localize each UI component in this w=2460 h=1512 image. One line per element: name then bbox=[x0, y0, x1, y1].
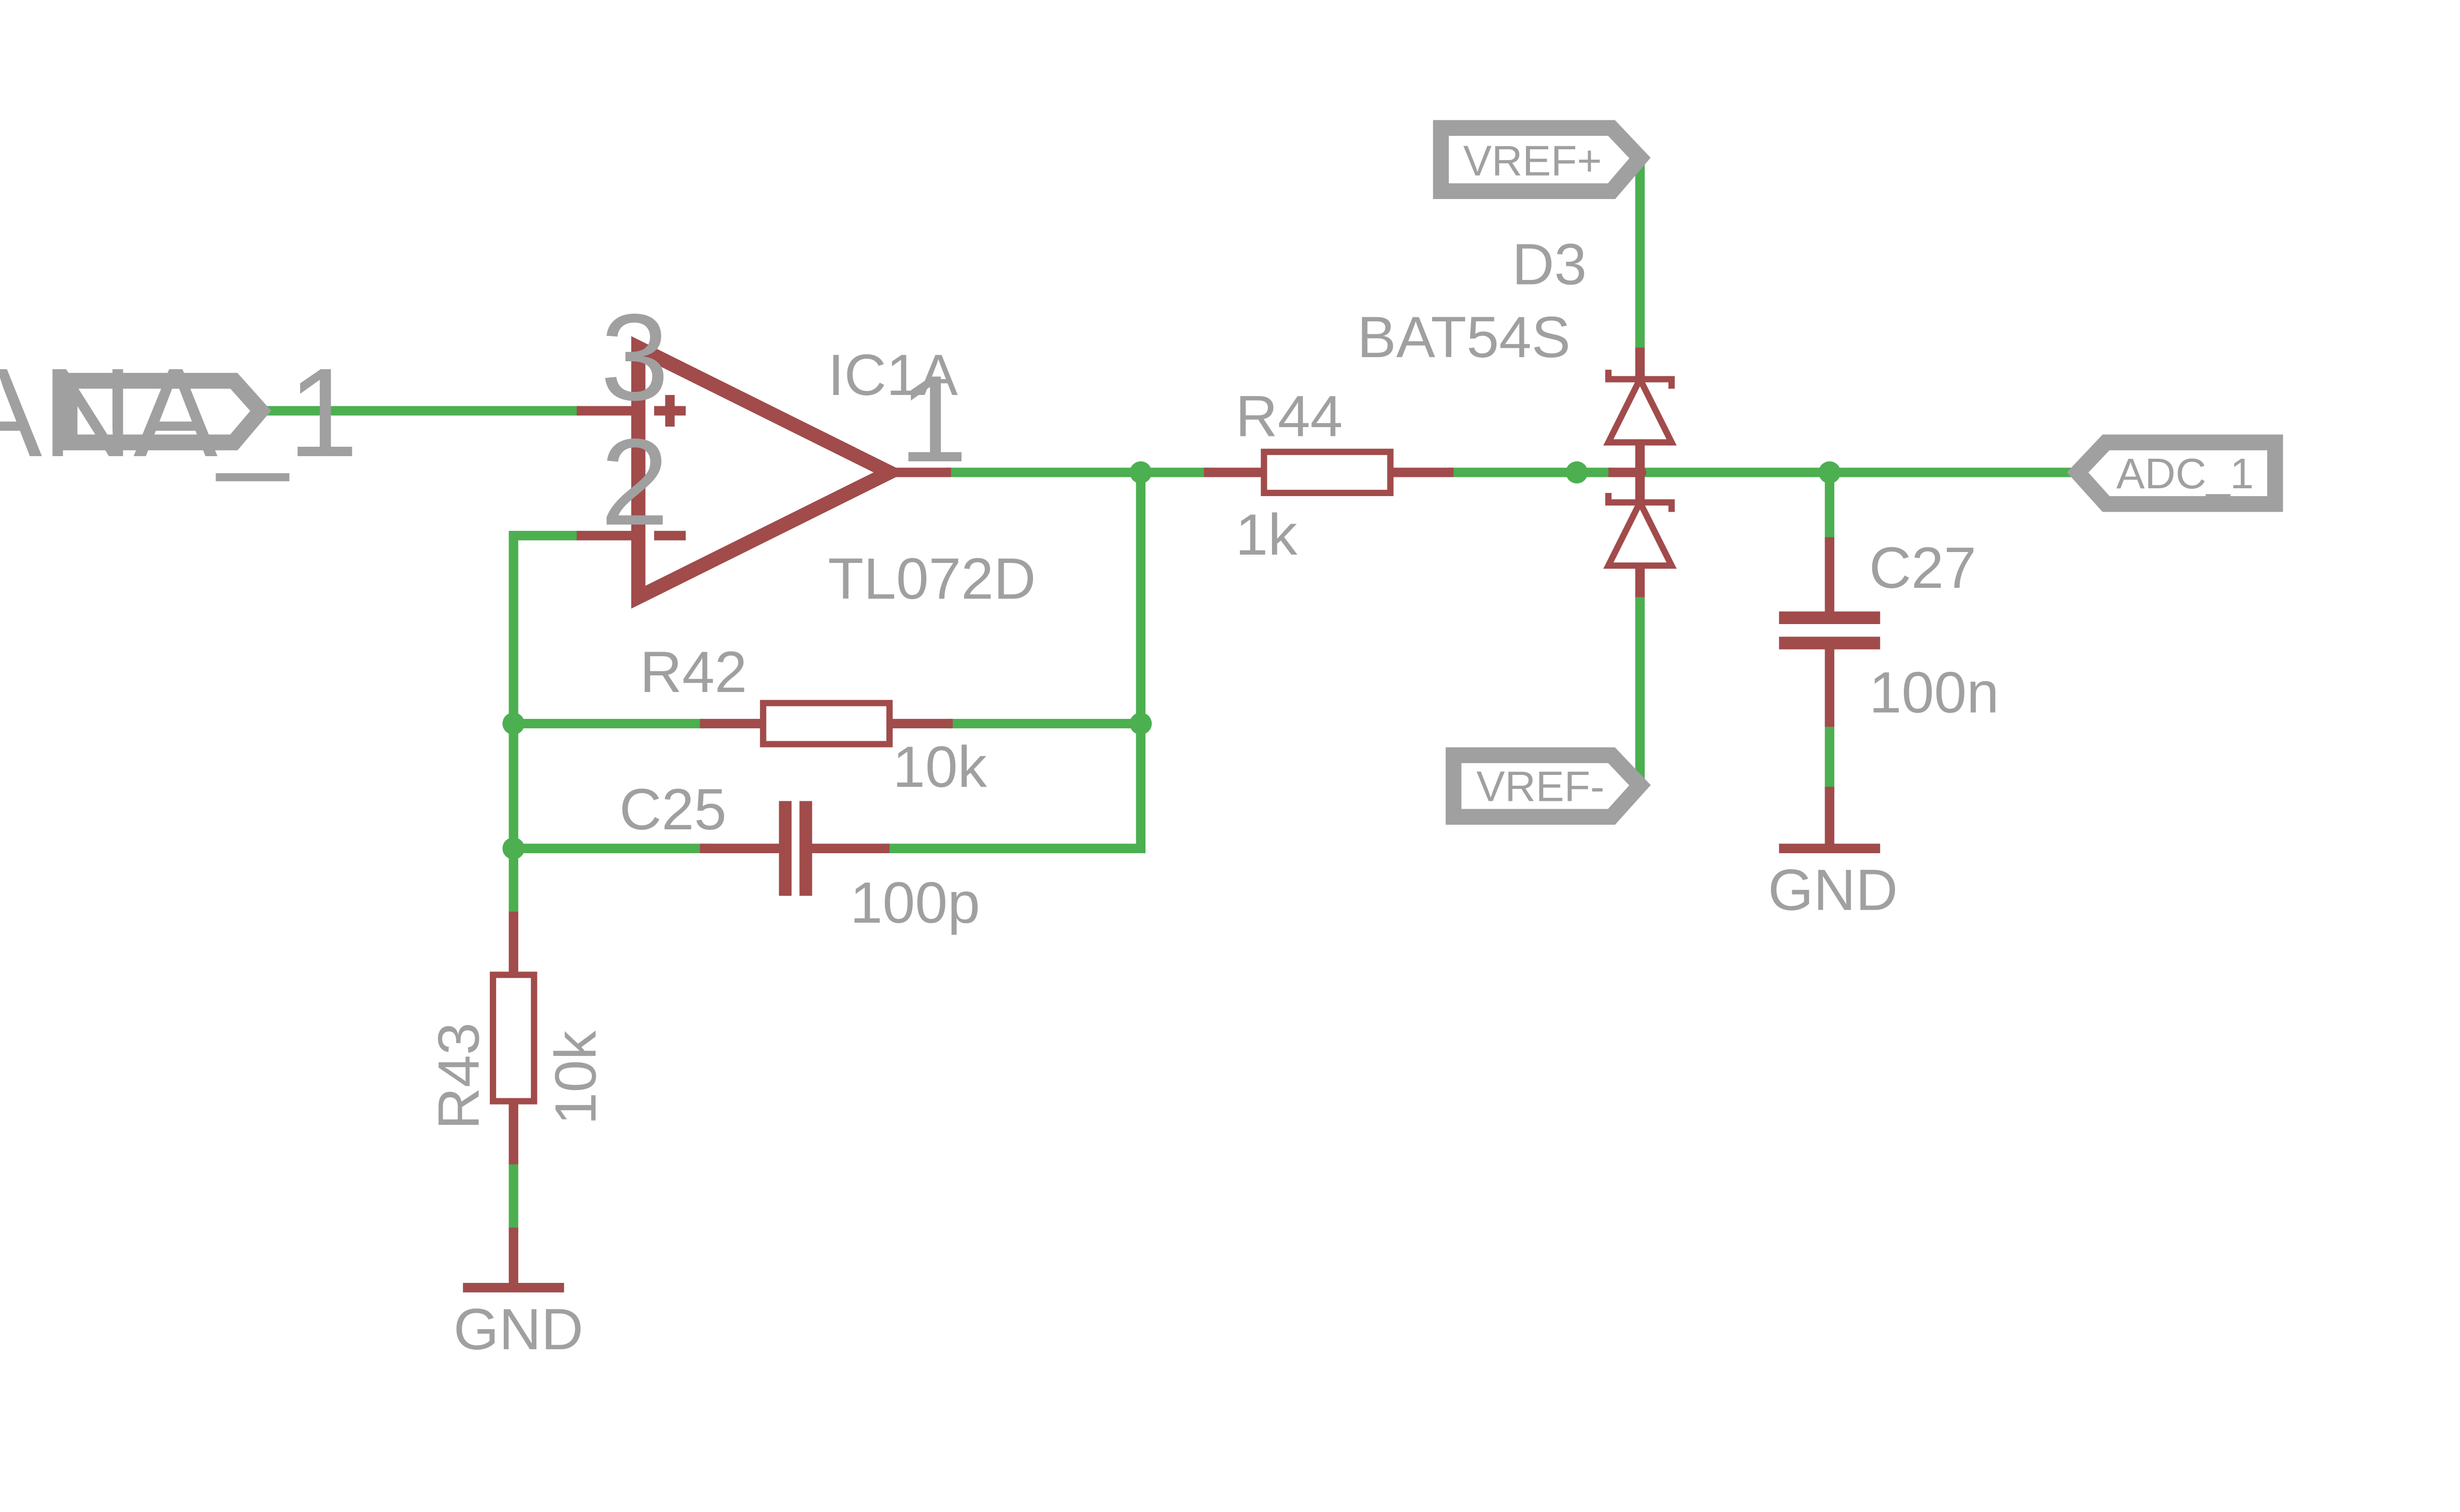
port-ana-1: ANA_1 bbox=[0, 342, 358, 483]
c25-designator: C25 bbox=[619, 776, 727, 842]
ground-right: GND bbox=[1768, 786, 1898, 923]
port-vref-plus: VREF+ bbox=[1433, 120, 1651, 200]
opamp-pin-number-plus: 3 bbox=[600, 289, 669, 426]
d3-part: BAT54S bbox=[1357, 304, 1571, 370]
d3-designator: D3 bbox=[1512, 232, 1587, 297]
port-adc-1: ADC_1 bbox=[2067, 434, 2283, 512]
d3-upper-triangle bbox=[1603, 372, 1677, 446]
r44-body bbox=[1261, 448, 1394, 497]
opamp-triangle bbox=[631, 336, 906, 609]
port-ana-1-outline bbox=[61, 373, 272, 450]
r44-value: 1k bbox=[1236, 502, 1298, 567]
junction-diode-node bbox=[1565, 461, 1588, 484]
d3-lower-triangle bbox=[1603, 495, 1677, 569]
port-ana-1-label: ANA_1 bbox=[0, 342, 358, 483]
port-vref-plus-label: VREF+ bbox=[1463, 137, 1602, 185]
port-vref-minus-outline bbox=[1446, 747, 1651, 825]
r42-designator: R42 bbox=[640, 639, 747, 704]
r42-body bbox=[760, 700, 893, 747]
junction-c27-top bbox=[1818, 461, 1841, 484]
opamp-pin-number-minus: 2 bbox=[600, 414, 669, 551]
c25-value: 100p bbox=[850, 870, 980, 935]
gnd-left-label: GND bbox=[454, 1296, 584, 1362]
junction-r42-left bbox=[502, 712, 525, 735]
opamp-pin-number-out: 1 bbox=[899, 350, 967, 488]
resistor-r42: R42 10k bbox=[640, 639, 987, 799]
wires bbox=[256, 153, 2083, 1233]
port-adc-1-label: ADC_1 bbox=[2116, 450, 2254, 498]
d3-lower-schottky-bar bbox=[1605, 492, 1675, 512]
r43-value: 10k bbox=[543, 1030, 608, 1125]
port-vref-minus-label: VREF- bbox=[1477, 763, 1605, 810]
d3-common-node bbox=[1633, 466, 1647, 479]
port-vref-minus: VREF- bbox=[1446, 747, 1651, 825]
r42-value: 10k bbox=[893, 734, 987, 799]
c27-value: 100n bbox=[1869, 660, 1999, 725]
opamp-ic1a: 3 2 1 IC1A TL072D bbox=[576, 289, 1036, 611]
resistor-r43: R43 10k bbox=[426, 911, 608, 1165]
wire-opamp-minus-feedback bbox=[508, 531, 582, 916]
opamp-part: TL072D bbox=[828, 546, 1036, 611]
junction-r42-right bbox=[1129, 712, 1152, 735]
capacitor-c25: C25 100p bbox=[619, 776, 980, 935]
junction-opamp-out bbox=[1129, 461, 1152, 484]
r43-body bbox=[489, 971, 538, 1105]
d3-upper-schottky-bar bbox=[1605, 370, 1675, 389]
ground-left: GND bbox=[454, 1227, 584, 1362]
port-adc-1-outline bbox=[2067, 434, 2283, 512]
r43-designator: R43 bbox=[426, 1022, 491, 1129]
junctions bbox=[502, 461, 1841, 860]
resistor-r44: R44 1k bbox=[1204, 383, 1454, 567]
r44-designator: R44 bbox=[1236, 383, 1343, 448]
c27-designator: C27 bbox=[1869, 535, 1976, 600]
junction-c25-left bbox=[502, 837, 525, 860]
capacitor-c27: C27 100n bbox=[1779, 535, 1999, 727]
gnd-right-label: GND bbox=[1768, 857, 1898, 923]
diode-d3: D3 BAT54S bbox=[1357, 232, 1677, 598]
opamp-designator: IC1A bbox=[828, 342, 958, 407]
port-vref-plus-outline bbox=[1433, 120, 1651, 200]
